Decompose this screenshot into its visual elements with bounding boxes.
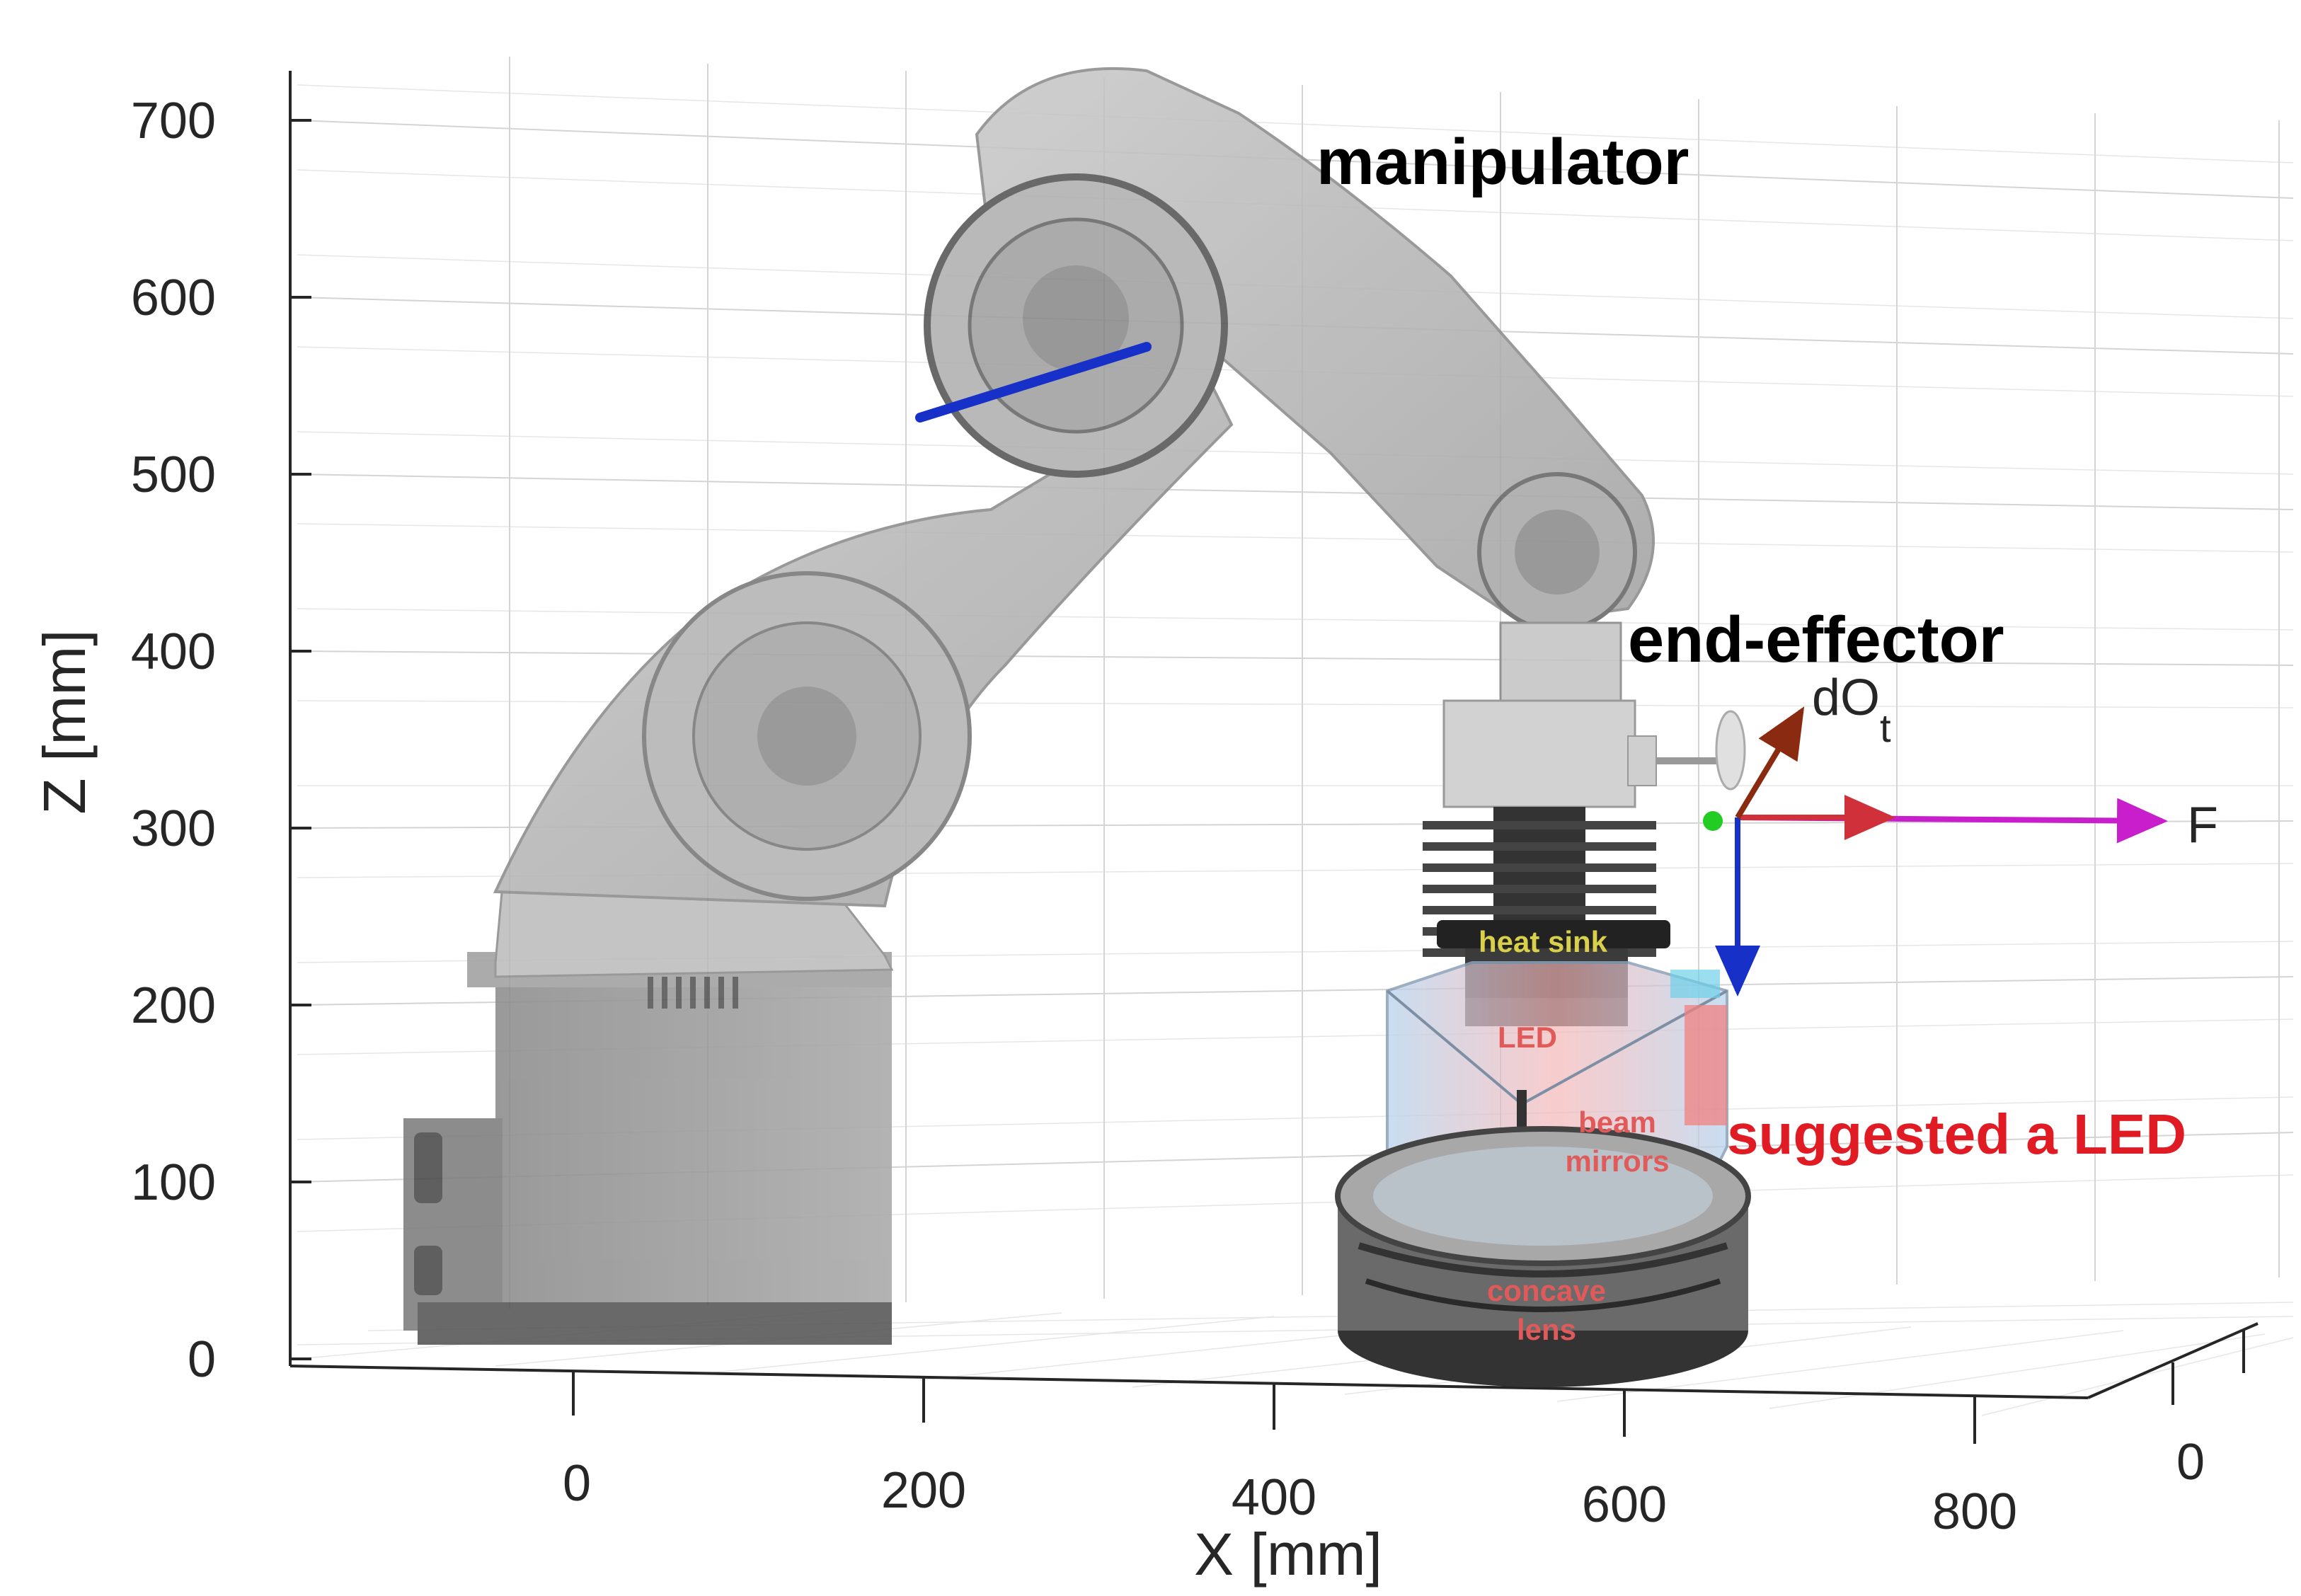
joint-axis-line xyxy=(915,342,1152,423)
base-foot xyxy=(418,1302,892,1345)
z-tick-label: 600 xyxy=(131,270,216,326)
x-tick-label: 200 xyxy=(881,1462,966,1519)
suggested-led-callout: suggested a LED xyxy=(1727,1103,2186,1166)
z-axis-label: Z [mm] xyxy=(31,629,98,814)
x-tick-label: 400 xyxy=(1232,1469,1316,1526)
x-axis-label: X [mm] xyxy=(1194,1521,1382,1588)
beam-mirrors-label-line1: beam xyxy=(1578,1106,1656,1139)
base-vent xyxy=(648,977,738,1009)
x-tick-labels: 0 200 400 600 800 0 xyxy=(563,1434,2205,1540)
tool-frame xyxy=(1703,706,2168,997)
z-tick-label: 700 xyxy=(131,93,216,149)
force-label: F xyxy=(2187,797,2218,854)
origin-label: dOt xyxy=(1812,670,1891,750)
z-tick-label: 200 xyxy=(131,977,216,1034)
concave-lens-label-line2: lens xyxy=(1517,1313,1576,1346)
x-tick-label: 800 xyxy=(1932,1483,2017,1540)
x-tick-label: 600 xyxy=(1582,1476,1667,1533)
z-tick-label: 400 xyxy=(131,624,216,680)
mount-knob xyxy=(1715,710,1746,791)
end-effector-assembly xyxy=(1335,699,1751,1387)
x-tick-label: 0 xyxy=(563,1455,591,1512)
x-axis-line xyxy=(289,1365,2089,1399)
y-tick-label: 0 xyxy=(2176,1434,2205,1491)
beam-mirrors-label-line2: mirrors xyxy=(1565,1144,1669,1178)
z-tick-marks xyxy=(290,119,311,1360)
led-label: LED xyxy=(1498,1021,1557,1054)
y-axis-line xyxy=(2087,1322,2259,1399)
z-tick-labels: 700 600 500 400 300 200 100 0 xyxy=(131,93,216,1388)
z-tick-label: 100 xyxy=(131,1154,216,1211)
z-tick-label: 300 xyxy=(131,800,216,857)
manipulator-callout: manipulator xyxy=(1316,126,1689,198)
origin-label-subscript: t xyxy=(1880,706,1891,750)
heat-sink-label: heat sink xyxy=(1479,925,1608,958)
heat-sink xyxy=(1423,807,1670,957)
concave-lens xyxy=(1335,1126,1751,1387)
z-tick-label: 500 xyxy=(131,447,216,503)
origin-label-base: dO xyxy=(1812,670,1880,726)
end-effector-callout: end-effector xyxy=(1628,604,2004,676)
robot-manipulator xyxy=(403,67,1655,1345)
concave-lens-label-line1: concave xyxy=(1487,1274,1606,1307)
frame-origin-point xyxy=(1703,811,1723,831)
origin-arrow xyxy=(1735,706,1805,820)
z-tick-label: 0 xyxy=(188,1331,216,1388)
wrist-flange xyxy=(1499,621,1622,702)
x-tick-marks xyxy=(572,1331,2245,1444)
effector-mount xyxy=(1442,699,1636,808)
robot-base xyxy=(495,963,892,1331)
